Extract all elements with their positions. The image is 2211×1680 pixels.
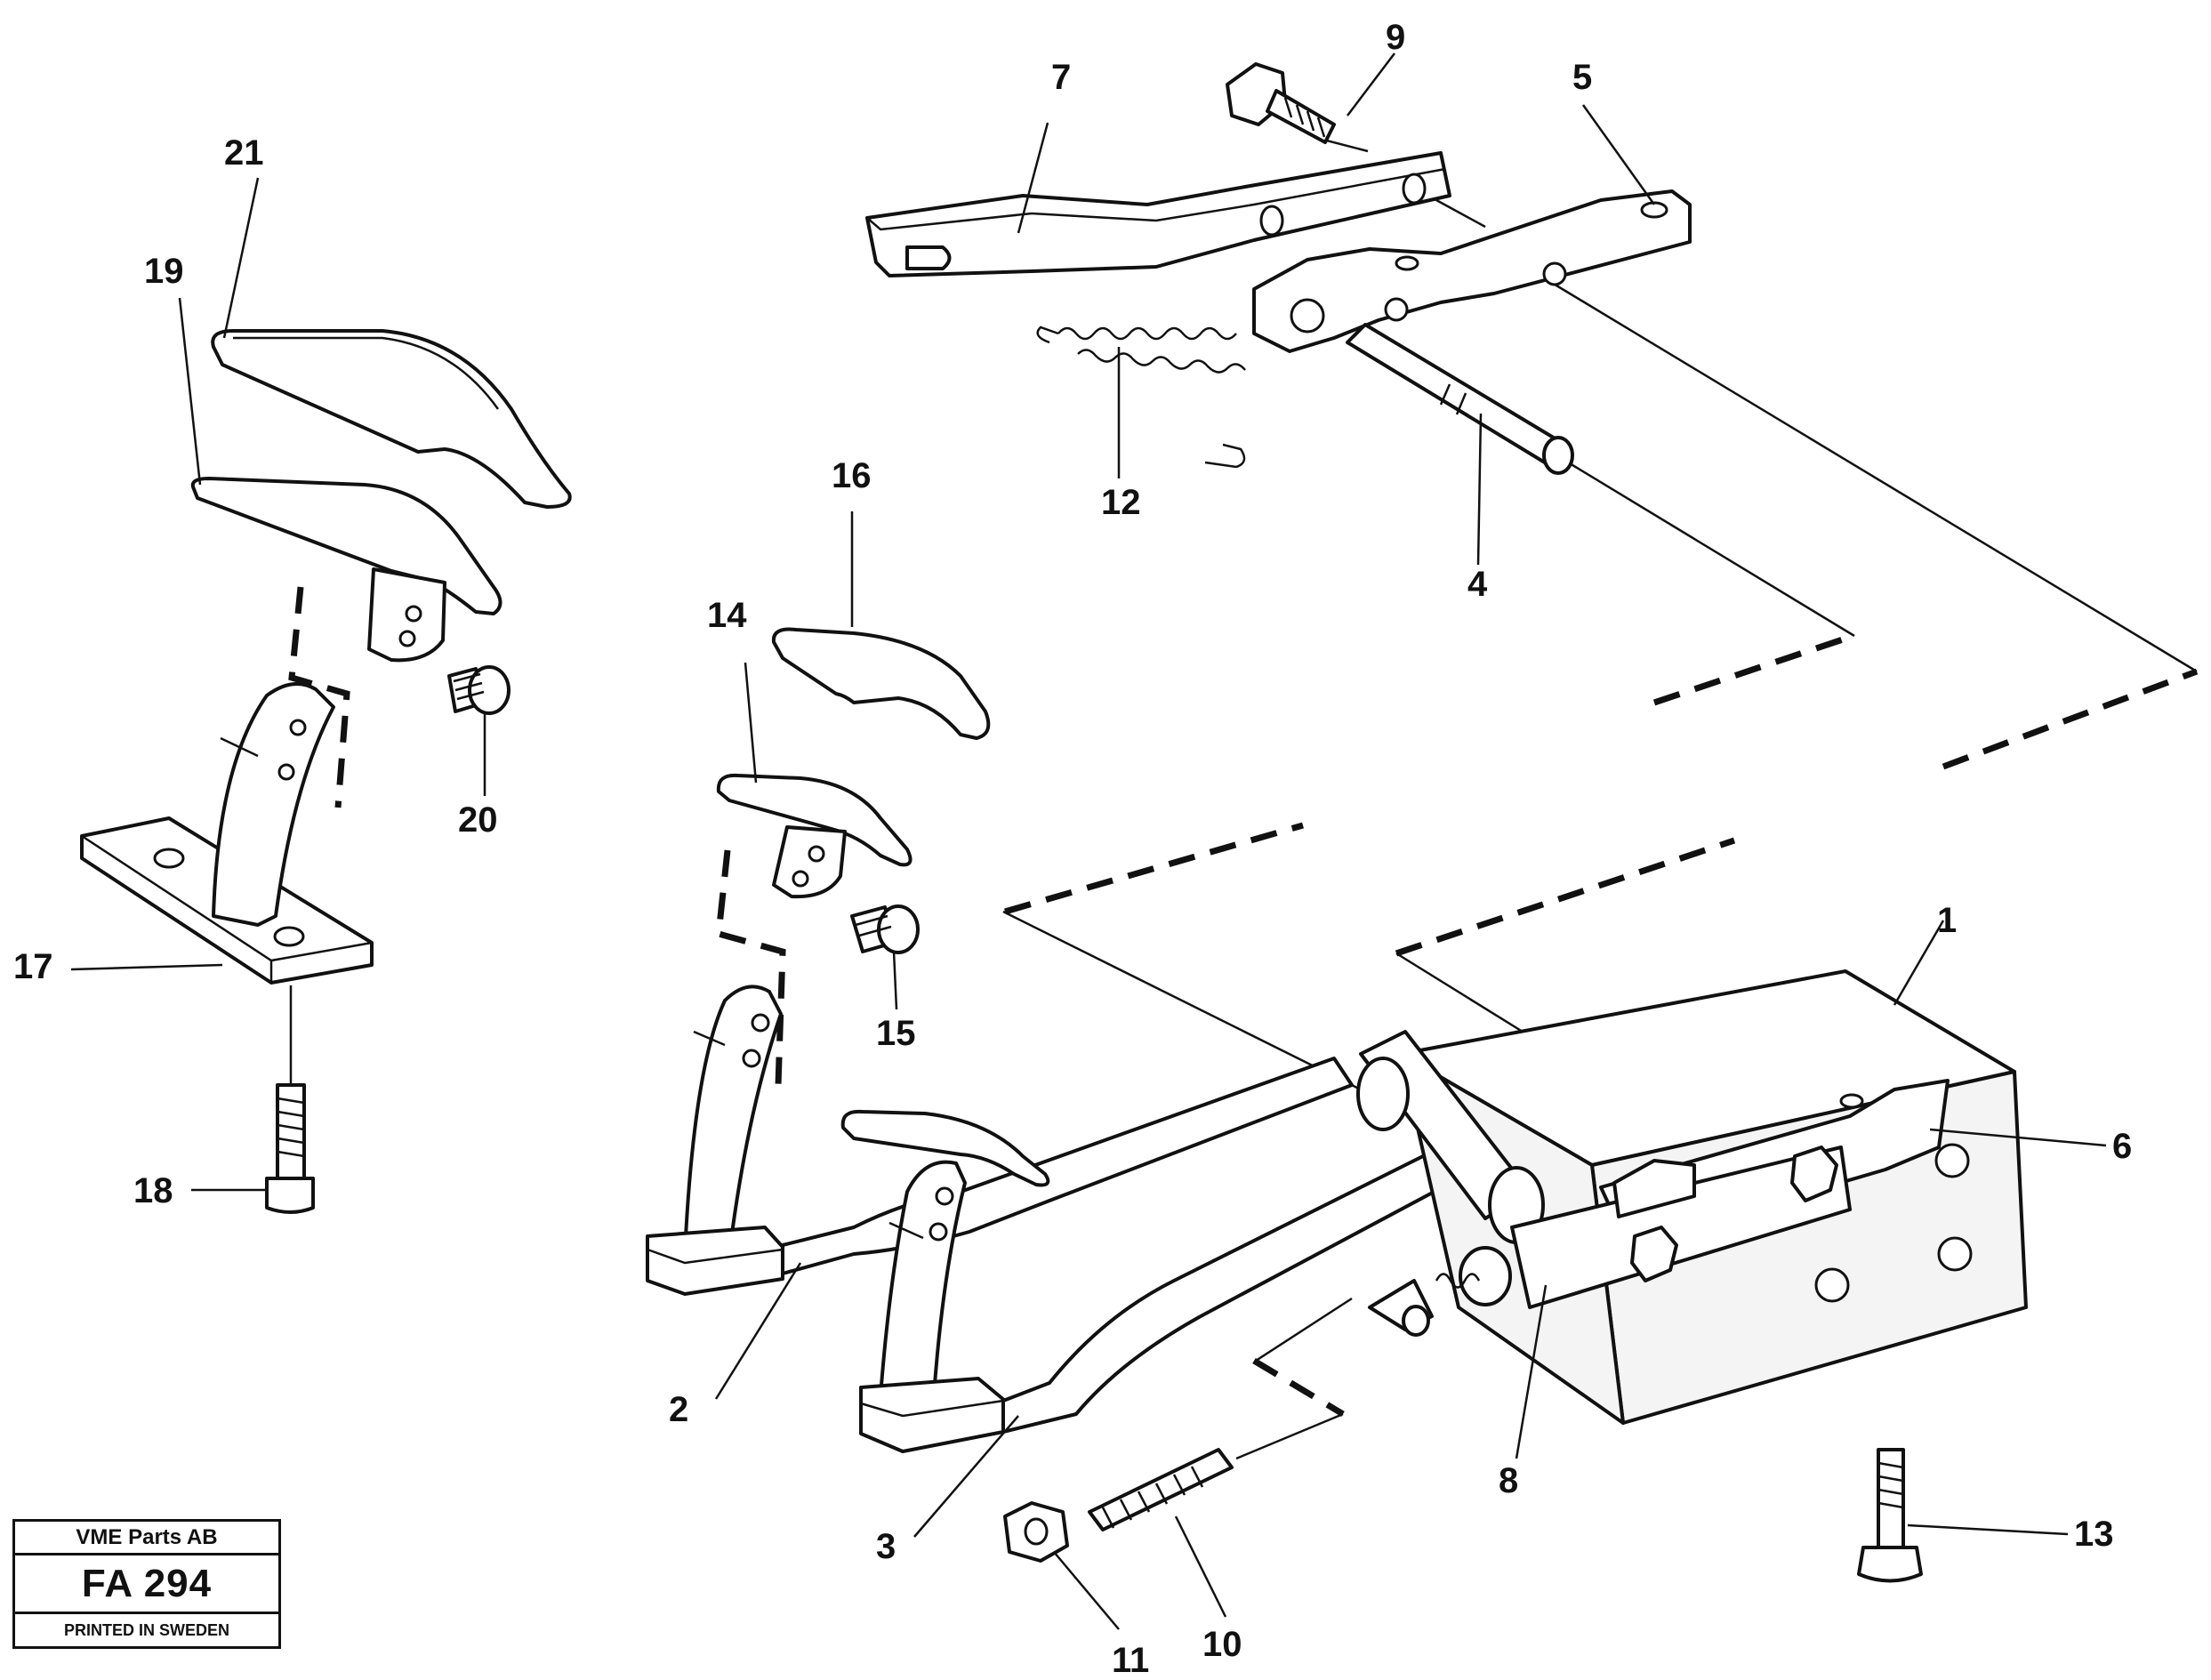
bolt-9: [1226, 62, 1336, 144]
pedal-pad-21: [211, 329, 572, 509]
shaft-4: [1346, 323, 1574, 475]
callout-18: 18: [133, 1171, 173, 1210]
callout-11: 11: [1112, 1641, 1149, 1680]
title-block-printed: PRINTED IN SWEDEN: [63, 1620, 229, 1639]
callout-19: 19: [144, 252, 184, 291]
bolt-13: [1857, 1448, 1923, 1583]
title-block: VME Parts AB FA 294 PRINTED IN SWEDEN: [12, 1519, 281, 1649]
callout-labels: 1 2 3 4 5 6 7 8 9 10 11 12 13 14 15 16 1…: [13, 18, 2132, 1680]
spring-10: [1088, 1448, 1234, 1531]
callout-7: 7: [1051, 58, 1071, 97]
pedal-pad-19: [190, 477, 502, 663]
callout-13: 13: [2074, 1515, 2114, 1554]
callout-8: 8: [1499, 1461, 1518, 1500]
bolt-15: [850, 904, 920, 954]
bracket-5: [1252, 189, 1692, 353]
title-block-code: FA 294: [15, 1555, 278, 1614]
link-plate-8: [1510, 1145, 1852, 1309]
callout-9: 9: [1386, 18, 1405, 57]
spring-12: [1036, 326, 1246, 469]
bolt-18: [265, 1083, 315, 1214]
callout-15: 15: [876, 1014, 916, 1053]
callout-4: 4: [1467, 565, 1488, 604]
callout-6: 6: [2112, 1127, 2132, 1166]
pedal-arm-17: [80, 681, 374, 985]
callout-3: 3: [876, 1527, 896, 1566]
callout-5: 5: [1572, 58, 1592, 97]
bolt-20: [447, 665, 511, 715]
title-block-company: VME Parts AB: [15, 1522, 278, 1555]
callout-2: 2: [669, 1390, 688, 1429]
callout-10: 10: [1202, 1625, 1242, 1664]
pedal-pad-16: [771, 627, 991, 740]
pedal-arm-3: [840, 1109, 1469, 1453]
callout-1: 1: [1937, 901, 1957, 940]
callout-20: 20: [458, 800, 498, 840]
callout-leaders: [70, 52, 2107, 1630]
pivot-spring: [1368, 1246, 1512, 1337]
callout-16: 16: [832, 456, 872, 495]
callout-21: 21: [224, 133, 264, 173]
callout-17: 17: [13, 947, 53, 986]
linkage-bar-7: [865, 151, 1451, 277]
pivot-shaft: [1356, 1030, 1545, 1244]
nut-11: [1003, 1501, 1069, 1563]
pedal-pad-14: [716, 773, 913, 899]
callout-14: 14: [707, 596, 747, 635]
callout-12: 12: [1101, 483, 1141, 522]
